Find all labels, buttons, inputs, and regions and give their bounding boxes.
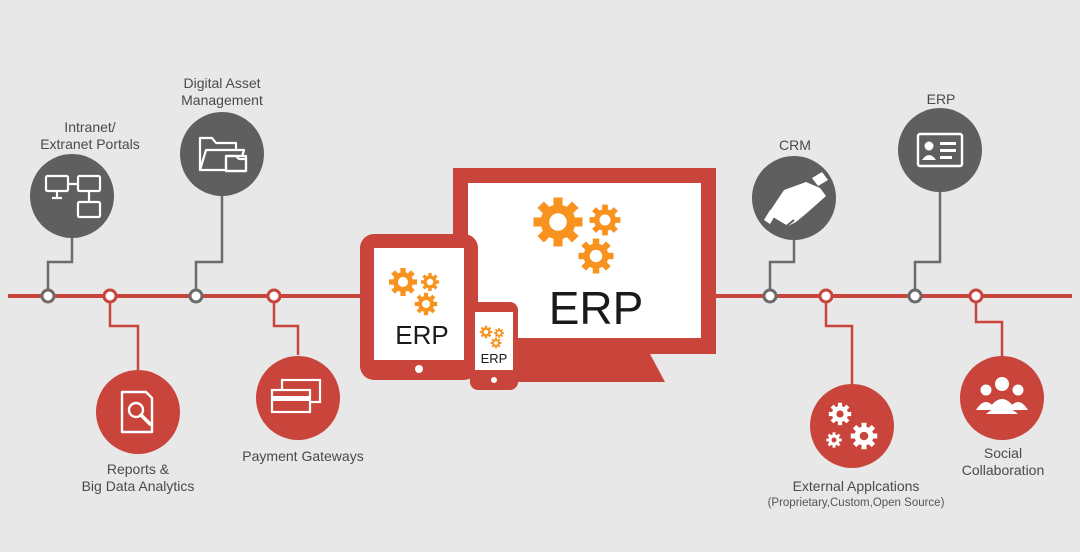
label-digital-asset: Digital Asset Management bbox=[181, 75, 263, 109]
connector-crm bbox=[768, 240, 796, 296]
reports-node bbox=[96, 370, 180, 454]
label-external-apps-text: External Applcations bbox=[792, 478, 920, 494]
payment-node bbox=[256, 356, 340, 440]
label-crm: CRM bbox=[779, 137, 811, 154]
label-external-apps-sub: (Proprietary,Custom,Open Source) bbox=[767, 497, 945, 509]
connector-payment bbox=[272, 296, 300, 355]
label-crm-text: CRM bbox=[779, 137, 811, 153]
node-dot-intranet bbox=[40, 288, 56, 304]
tablet-device: ERP bbox=[360, 234, 478, 380]
intranet-node bbox=[30, 154, 114, 238]
crm-node bbox=[752, 156, 836, 240]
label-erp-node: ERP bbox=[927, 91, 956, 108]
handshake-icon bbox=[764, 172, 828, 233]
social-node bbox=[960, 356, 1044, 440]
folders-icon bbox=[198, 136, 248, 173]
label-social: Social Collaboration bbox=[962, 445, 1045, 479]
erp-node bbox=[898, 108, 982, 192]
label-intranet-text: Intranet/ Extranet Portals bbox=[40, 119, 140, 152]
label-reports-text: Reports & Big Data Analytics bbox=[81, 461, 195, 494]
monitor-erp-text: ERP bbox=[549, 282, 644, 334]
document-search-icon bbox=[120, 390, 154, 434]
id-card-icon bbox=[916, 132, 964, 168]
label-social-text: Social Collaboration bbox=[961, 445, 1045, 478]
label-intranet: Intranet/ Extranet Portals bbox=[40, 119, 140, 153]
node-dot-payment bbox=[266, 288, 282, 304]
phone-device: ERP bbox=[470, 302, 518, 390]
connector-external bbox=[824, 296, 854, 384]
label-reports: Reports & Big Data Analytics bbox=[82, 461, 195, 495]
connector-digital-asset bbox=[194, 196, 224, 296]
phone-erp-text: ERP bbox=[481, 351, 508, 366]
connector-social bbox=[974, 296, 1004, 358]
external-apps-node bbox=[810, 384, 894, 468]
label-external-apps: External Applcations (Proprietary,Custom… bbox=[768, 478, 945, 512]
label-payment: Payment Gateways bbox=[242, 448, 363, 465]
connector-erp-node bbox=[913, 190, 942, 296]
node-dot-crm bbox=[762, 288, 778, 304]
digital-asset-node bbox=[180, 112, 264, 196]
people-group-icon bbox=[976, 377, 1028, 414]
label-digital-asset-text: Digital Asset Management bbox=[181, 75, 263, 108]
node-dot-erp bbox=[907, 288, 923, 304]
monitors-network-icon bbox=[44, 174, 102, 219]
connector-reports bbox=[108, 296, 140, 370]
cards-icon bbox=[270, 378, 322, 414]
node-dot-external bbox=[818, 288, 834, 304]
node-dot-digital-asset bbox=[188, 288, 204, 304]
node-dot-reports bbox=[102, 288, 118, 304]
label-erp-node-text: ERP bbox=[926, 91, 956, 107]
tablet-erp-text: ERP bbox=[395, 320, 448, 350]
node-dot-social bbox=[968, 288, 984, 304]
connector-intranet bbox=[46, 236, 74, 296]
monitor-device: ERP bbox=[453, 168, 716, 382]
label-payment-text: Payment Gateways bbox=[242, 448, 364, 464]
